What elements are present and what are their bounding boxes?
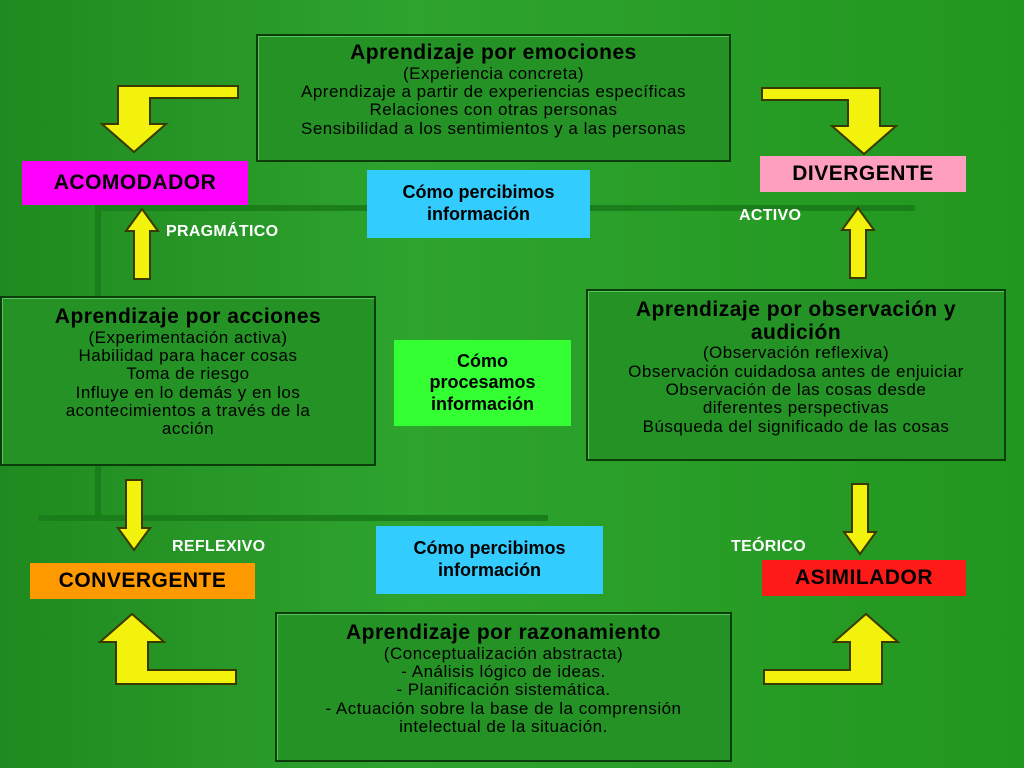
box-line: Observación cuidadosa antes de enjuiciar [628, 361, 964, 381]
bent-arrow-down-right-icon [761, 87, 899, 156]
box-line: (Experiencia concreta) [402, 63, 585, 83]
center-box-line: información [437, 560, 541, 580]
bent-arrow-up-left-icon [97, 612, 237, 685]
box-line: diferentes perspectivas [702, 398, 890, 418]
arrow-up-icon [840, 206, 876, 279]
box-line: Toma de riesgo [126, 364, 250, 384]
teorico-tag: TEÓRICO [731, 538, 806, 555]
box-line: Relaciones con otras personas [369, 100, 618, 120]
center-box-line: información [430, 393, 534, 414]
center-box-line: Cómo percibimos [402, 182, 555, 203]
learning-by-reasoning-box: Aprendizaje por razonamiento (Conceptual… [275, 612, 732, 762]
center-box-line: Cómo percibimos [413, 538, 566, 559]
center-box-line: procesamos [429, 372, 536, 393]
arrow-down-icon [116, 479, 152, 552]
processing-box: Cómo procesamos información [394, 340, 571, 426]
arrow-down-icon [842, 483, 878, 556]
box-line: Sensibilidad a los sentimientos y a las … [301, 118, 686, 138]
box-line: acontecimientos a través de la [65, 401, 311, 421]
learning-by-emotions-box: Aprendizaje por emociones (Experiencia c… [256, 34, 731, 162]
box-line: - Actuación sobre la base de la comprens… [325, 698, 682, 718]
box-title: Aprendizaje por emociones [350, 41, 637, 64]
box-line: Aprendizaje a partir de experiencias esp… [301, 82, 686, 102]
box-line: acción [161, 419, 215, 439]
box-line: Observación de las cosas desde [665, 380, 927, 400]
learning-by-observation-box: Aprendizaje por observación y audición (… [586, 289, 1006, 461]
asimilador-label: ASIMILADOR [762, 560, 966, 596]
box-line: Influye en lo demás y en los [75, 382, 301, 402]
arrow-up-icon [124, 207, 160, 280]
box-title: Aprendizaje por razonamiento [345, 621, 662, 644]
reflexivo-tag: REFLEXIVO [172, 538, 266, 555]
perception-box-top: Cómo percibimos información [367, 170, 590, 238]
divergente-label: DIVERGENTE [760, 156, 966, 192]
box-line: Búsqueda del significado de las cosas [642, 416, 950, 436]
box-line: intelectual de la situación. [399, 717, 608, 737]
convergente-label: CONVERGENTE [30, 563, 255, 599]
perception-box-bottom: Cómo percibimos información [376, 526, 603, 594]
bent-arrow-up-right-icon [763, 612, 901, 685]
box-line: - Análisis lógico de ideas. [401, 662, 606, 682]
bent-arrow-down-left-icon [99, 85, 239, 154]
learning-by-actions-box: Aprendizaje por acciones (Experimentació… [0, 296, 376, 466]
pragmatico-tag: PRAGMÁTICO [166, 223, 279, 240]
box-line: Habilidad para hacer cosas [78, 346, 298, 366]
box-line: (Experimentación activa) [88, 327, 288, 347]
box-line: - Planificación sistemática. [396, 680, 611, 700]
center-box-line: información [426, 204, 530, 224]
activo-tag: ACTIVO [739, 207, 802, 224]
box-line: (Observación reflexiva) [702, 343, 890, 363]
acomodador-label: ACOMODADOR [22, 161, 248, 205]
box-title: Aprendizaje por observación y [635, 298, 957, 321]
center-box-line: Cómo [457, 350, 508, 371]
background-band [38, 515, 548, 521]
box-title: Aprendizaje por acciones [54, 305, 322, 328]
box-line: (Conceptualización abstracta) [383, 643, 624, 663]
box-title: audición [750, 320, 842, 344]
